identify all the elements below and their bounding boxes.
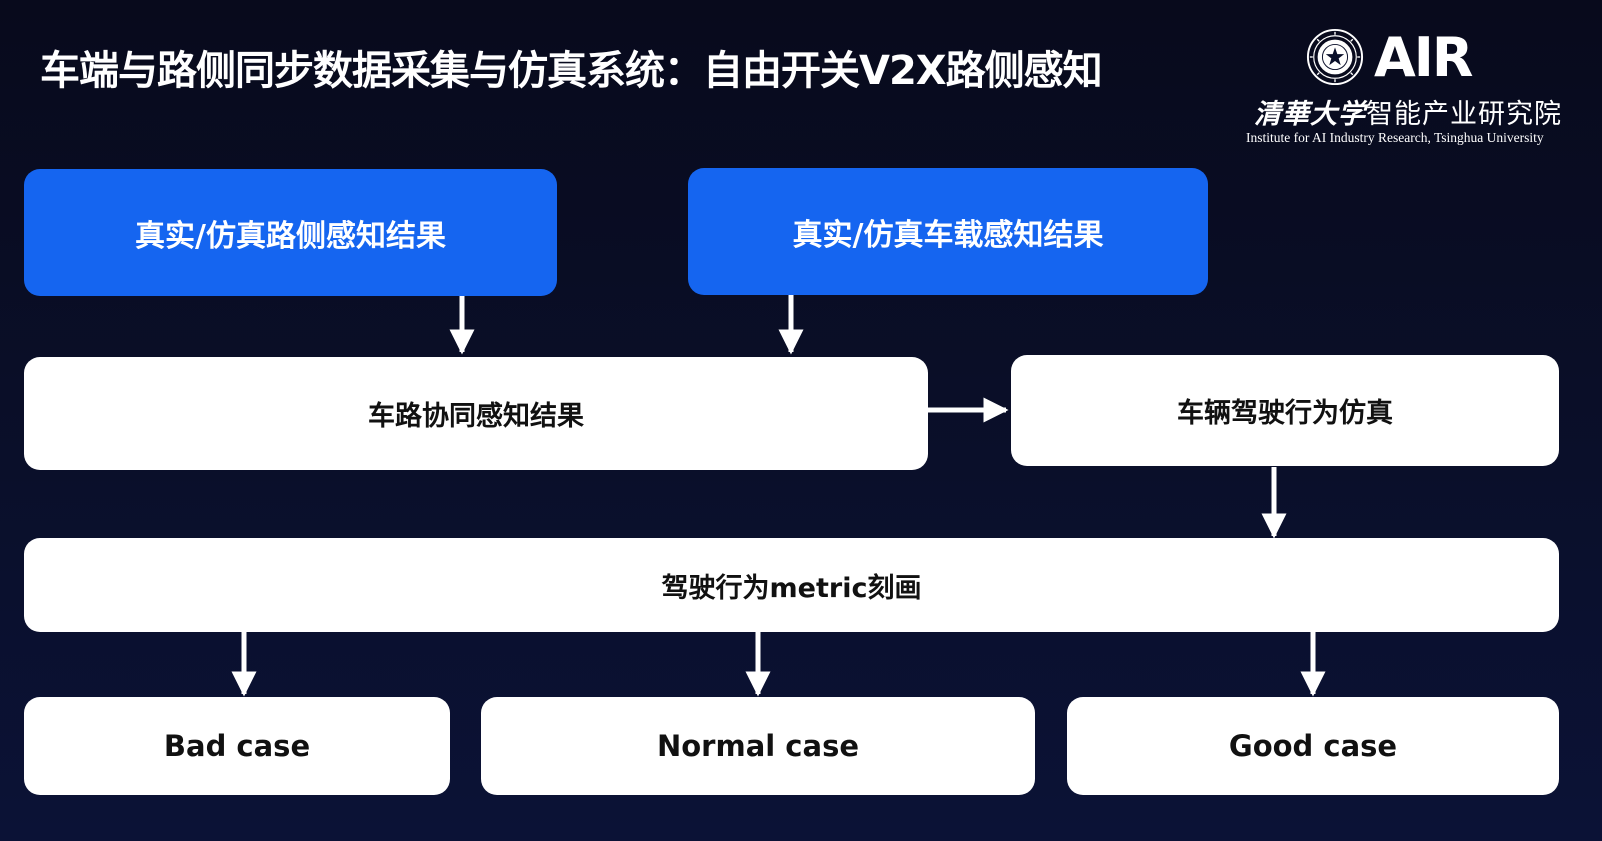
air-logo: AIR 清華大学智能产业研究院 Institute for AI Industr… (1240, 26, 1562, 156)
tsinghua-seal-icon (1306, 28, 1364, 86)
institute-cn: 清華大学智能产业研究院 (1254, 92, 1562, 131)
institute-cn-name: 智能产业研究院 (1366, 99, 1562, 130)
air-brand: AIR (1374, 26, 1473, 89)
node-driving-simulation: 车辆驾驶行为仿真 (1011, 355, 1559, 466)
node-driving-metric: 驾驶行为metric刻画 (24, 538, 1559, 632)
node-good-case: Good case (1067, 697, 1559, 795)
institute-calligraphy: 清華大学 (1254, 99, 1366, 130)
node-bad-case: Bad case (24, 697, 450, 795)
institute-en: Institute for AI Industry Research, Tsin… (1246, 130, 1544, 145)
page-title: 车端与路侧同步数据采集与仿真系统：自由开关V2X路侧感知 (40, 48, 1103, 94)
node-normal-case: Normal case (481, 697, 1035, 795)
node-roadside-perception: 真实/仿真路侧感知结果 (24, 169, 557, 296)
node-vehicle-perception: 真实/仿真车载感知结果 (688, 168, 1208, 295)
node-cooperative-perception: 车路协同感知结果 (24, 357, 928, 470)
